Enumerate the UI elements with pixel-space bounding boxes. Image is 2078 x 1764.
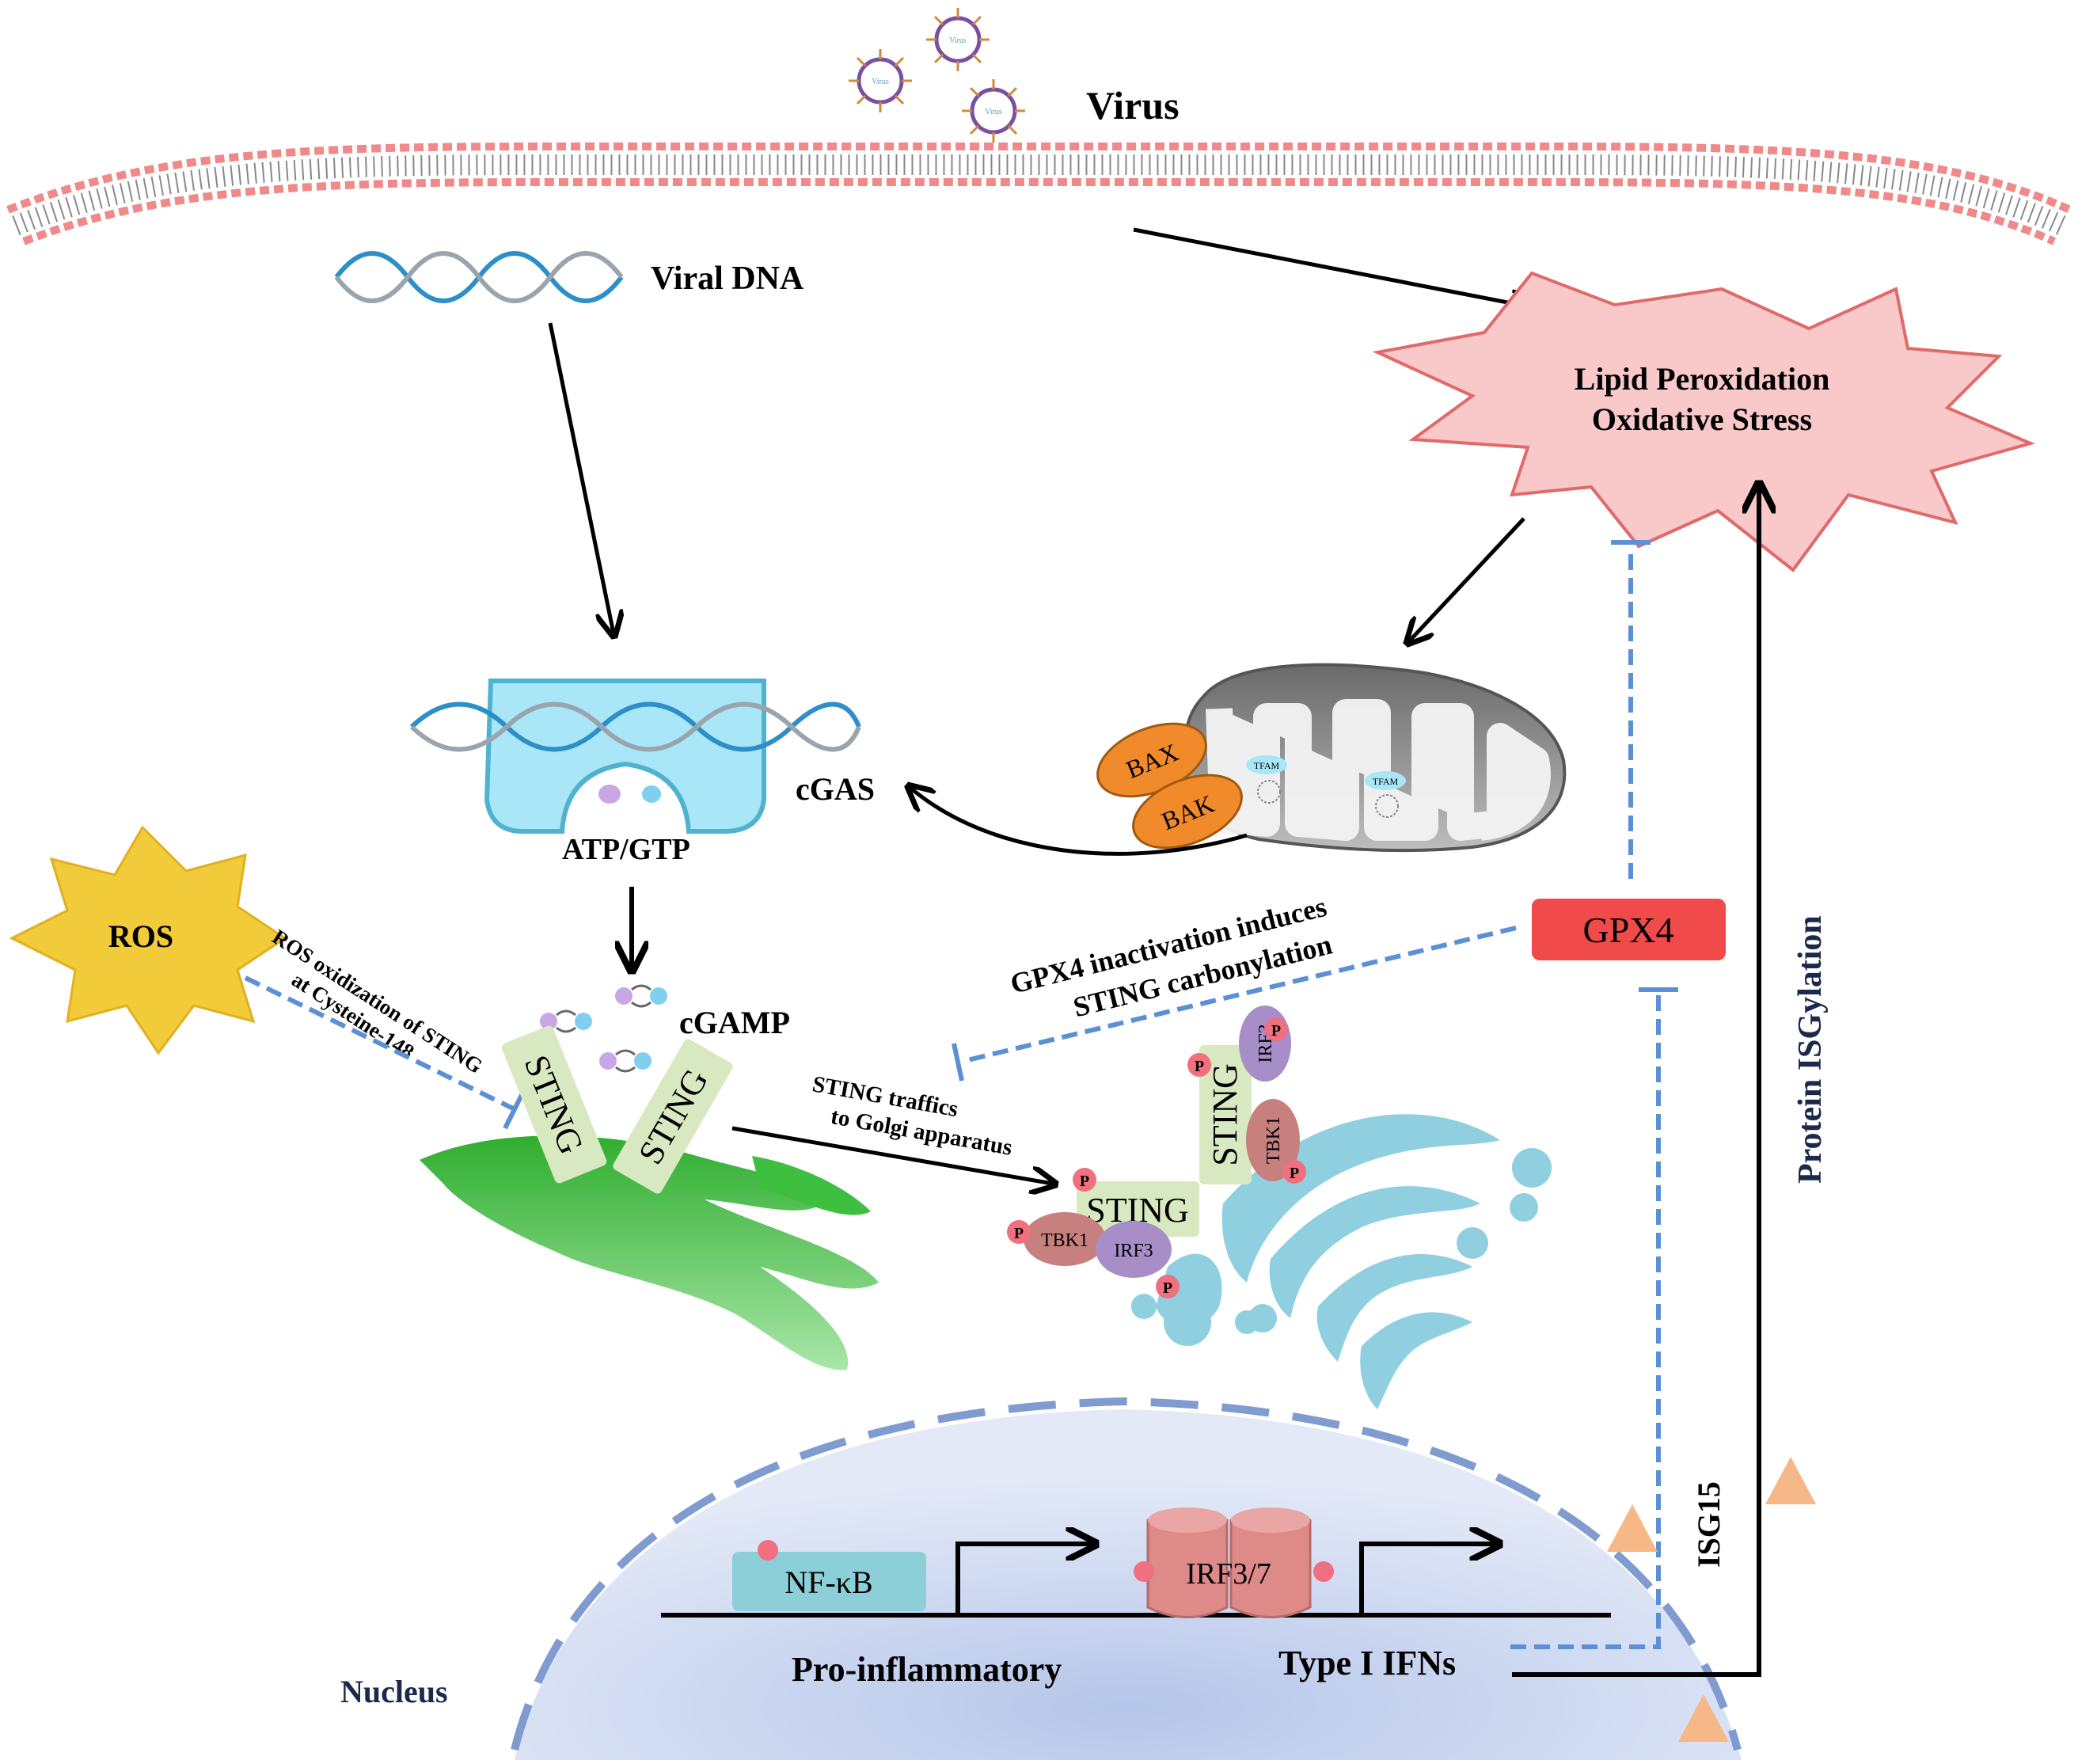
arrow-lipid-to-mito xyxy=(1409,517,1525,641)
protein-isgylation-label-wrap: Protein ISGylation xyxy=(1792,915,1829,1184)
atp-dot xyxy=(598,785,621,804)
sting-label-upper: STING xyxy=(1206,1063,1244,1166)
viral-dna-label: Viral DNA xyxy=(651,260,804,297)
phospho-4-label: P xyxy=(1195,1058,1204,1075)
sting-complex-upper: STING IRF3 TBK1 P P P xyxy=(1187,1006,1306,1184)
tbk1-lower xyxy=(1024,1212,1106,1266)
bax-protein: BAX xyxy=(1096,722,1207,798)
cgas-enzyme xyxy=(409,679,861,834)
ros-oxid-line1: ROS oxidization of STING xyxy=(268,925,487,1078)
arrow-nfkb-transcription xyxy=(955,1544,1092,1615)
cgas-label: cGAS xyxy=(796,771,875,807)
irf37-label: IRF3/7 xyxy=(1186,1557,1271,1591)
bak-protein: BAK xyxy=(1132,774,1243,850)
sting-complex-lower: STING TBK1 IRF3 P P P xyxy=(1007,1168,1199,1298)
ros-label: ROS xyxy=(108,918,173,954)
irf3-label-lower: IRF3 xyxy=(1114,1241,1153,1261)
phospho-5 xyxy=(1264,1017,1288,1041)
protein-isgylation-label: Protein ISGylation xyxy=(1792,915,1829,1184)
tfam-1 xyxy=(1246,755,1287,774)
tbk1-label-lower: TBK1 xyxy=(1041,1230,1088,1251)
virion-3: Virus xyxy=(962,79,1025,143)
nfkb-label: NF-κB xyxy=(784,1564,872,1600)
ros-burst: ROS xyxy=(9,825,287,1055)
gpx4-box: GPX4 xyxy=(1532,899,1726,960)
tfam-2 xyxy=(1365,771,1406,790)
viral-dna-helix xyxy=(334,251,624,303)
lipid-label-line1: Lipid Peroxidation xyxy=(1575,361,1830,397)
golgi-apparatus xyxy=(1131,1114,1552,1409)
inhibit-gpx4-to-sting xyxy=(952,926,1517,1082)
pro-inflammatory-label: Pro-inflammatory xyxy=(792,1650,1062,1689)
nucleus-label: Nucleus xyxy=(340,1674,448,1709)
virion-2: Virus xyxy=(926,8,990,71)
mitochondrion: TFAM TFAM xyxy=(1181,663,1567,853)
isg15-label-wrap: ISG15 xyxy=(1691,1481,1727,1568)
endoplasmic-reticulum xyxy=(420,1135,879,1371)
virion-1: Virus xyxy=(849,49,912,112)
virus-label: Virus xyxy=(1086,83,1180,127)
inhibit-gpx4-to-lipid xyxy=(1611,540,1651,879)
gpx4-inactivation-label: GPX4 inactivation induces STING carbonyl… xyxy=(1007,891,1335,1024)
arrow-isgylation-to-lipid xyxy=(1512,487,1759,1677)
atp-gtp-label: ATP/GTP xyxy=(562,833,690,866)
lipid-label-line2: Oxidative Stress xyxy=(1592,401,1812,437)
phospho-4 xyxy=(1187,1053,1211,1077)
ros-oxidization-label: ROS oxidization of STING at Cysteine-148 xyxy=(268,925,487,1078)
phospho-3-label: P xyxy=(1163,1279,1172,1297)
virion-2-label: Virus xyxy=(949,36,967,45)
virion-1-label: Virus xyxy=(872,78,889,86)
isg15-triangle-2 xyxy=(1765,1457,1816,1504)
phospho-5-label: P xyxy=(1271,1022,1281,1040)
arrow-sting-traffic xyxy=(731,1126,1053,1184)
isg15-triangle-3 xyxy=(1678,1694,1729,1742)
isg15-triangle-1 xyxy=(1607,1504,1658,1552)
isg15-label: ISG15 xyxy=(1691,1481,1727,1568)
cgamp-molecules xyxy=(540,984,667,1073)
nucleus xyxy=(511,1397,1742,1760)
type1-ifns-label: Type I IFNs xyxy=(1278,1644,1456,1682)
lipid-peroxidation-burst: Lipid Peroxidation Oxidative Stress xyxy=(1372,271,2036,572)
tfam-2-label: TFAM xyxy=(1373,776,1399,787)
gtp-dot xyxy=(642,785,661,803)
phospho-6 xyxy=(1282,1160,1306,1184)
sting-box-lower xyxy=(1077,1181,1199,1237)
irf3-lower xyxy=(1096,1221,1172,1278)
phospho-6-label: P xyxy=(1290,1165,1299,1182)
cell-membrane xyxy=(6,143,2072,245)
cgamp-label: cGAMP xyxy=(679,1005,790,1040)
arrow-irf-transcription xyxy=(1359,1544,1496,1615)
gpx4-label: GPX4 xyxy=(1582,910,1673,950)
sting-box-upper xyxy=(1199,1045,1252,1184)
irf37-dimer: IRF3/7 xyxy=(1134,1507,1334,1618)
phospho-1 xyxy=(1007,1220,1031,1244)
tbk1-upper xyxy=(1246,1099,1300,1181)
arrow-mito-to-cgas xyxy=(910,788,1248,856)
phospho-2 xyxy=(1073,1168,1096,1192)
phospho-1-label: P xyxy=(1014,1225,1024,1242)
inhibit-isg15-to-gpx4 xyxy=(1510,987,1678,1649)
phospho-2-label: P xyxy=(1080,1173,1089,1190)
arrow-dna-to-cgas xyxy=(548,322,614,633)
virion-3-label: Virus xyxy=(985,108,1002,116)
nfkb-complex: NF-κB xyxy=(732,1540,926,1611)
tbk1-label-upper: TBK1 xyxy=(1263,1116,1284,1164)
phospho-3 xyxy=(1156,1275,1180,1298)
tfam-1-label: TFAM xyxy=(1254,760,1280,771)
arrow-virus-to-lipid xyxy=(1133,227,1532,307)
